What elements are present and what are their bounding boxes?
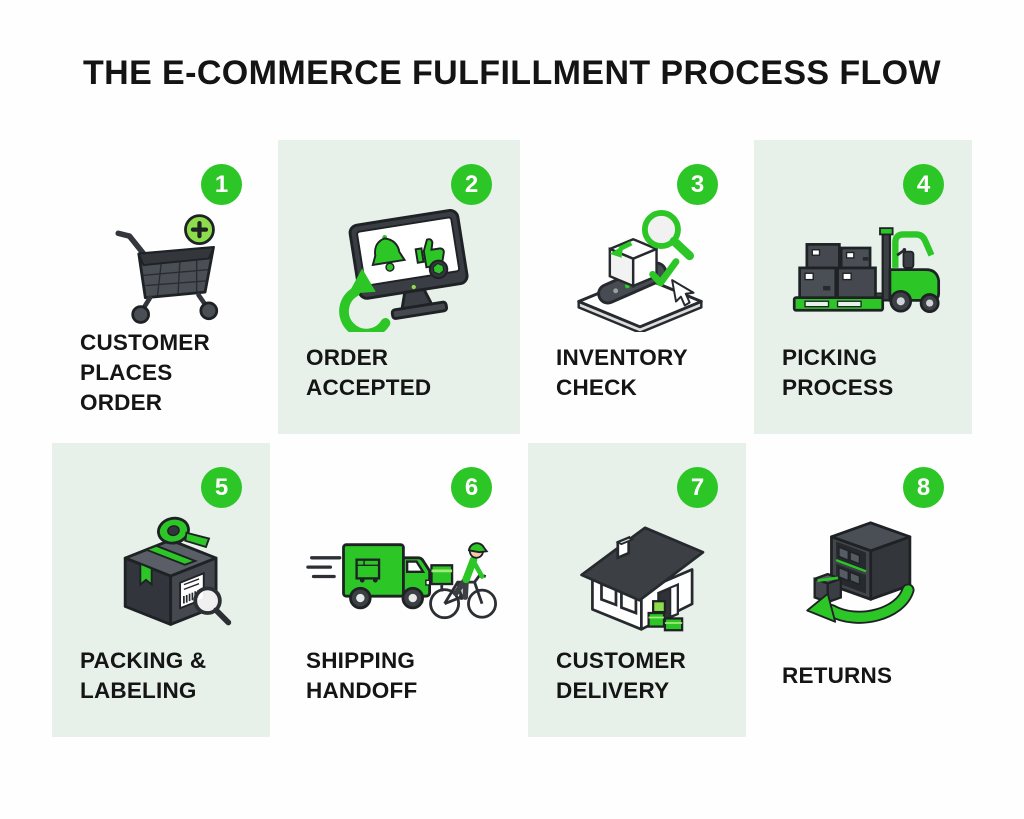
shopping-cart-add-icon xyxy=(80,162,248,342)
step-label: CUSTOMER PLACES ORDER xyxy=(80,330,248,415)
infographic-title: THE E-COMMERCE FULFILLMENT PROCESS FLOW xyxy=(83,54,941,92)
delivery-truck-courier-icon xyxy=(306,465,498,645)
step-label-line1: PACKING & xyxy=(80,648,207,673)
step-number-badge: 7 xyxy=(677,467,718,508)
step-card-picking-process: 4 xyxy=(754,140,972,434)
step-label-line1: RETURNS xyxy=(782,663,893,688)
step-label-line1: ORDER xyxy=(306,345,389,370)
step-number-badge: 3 xyxy=(677,164,718,205)
monitor-notification-icon xyxy=(306,162,498,342)
step-label: PACKING & LABELING xyxy=(80,645,248,707)
step-label-line1: INVENTORY xyxy=(556,345,688,370)
step-label-line2: PLACES ORDER xyxy=(80,360,173,415)
step-label: ORDER ACCEPTED xyxy=(306,342,498,404)
step-card-returns: 8 xyxy=(754,443,972,737)
step-label: INVENTORY CHECK xyxy=(556,342,724,404)
step-card-customer-delivery: 7 xyxy=(528,443,746,737)
step-number-badge: 6 xyxy=(451,467,492,508)
step-label-line2: LABELING xyxy=(80,678,197,703)
house-delivery-icon xyxy=(556,465,724,645)
package-tape-icon xyxy=(80,465,248,645)
step-label-line2: CHECK xyxy=(556,375,638,400)
step-label-line2: DELIVERY xyxy=(556,678,670,703)
step-number-badge: 5 xyxy=(201,467,242,508)
step-label: RETURNS xyxy=(782,645,950,707)
step-label-line2: HANDOFF xyxy=(306,678,418,703)
step-card-order-accepted: 2 xyxy=(278,140,520,434)
step-number-badge: 2 xyxy=(451,164,492,205)
steps-grid: 1 CUSTOMER PLACES ORDER xyxy=(52,140,972,737)
step-label-line1: CUSTOMER xyxy=(80,330,210,355)
step-label: CUSTOMER DELIVERY xyxy=(556,645,724,707)
step-label: SHIPPING HANDOFF xyxy=(306,645,498,707)
step-card-customer-places-order: 1 CUSTOMER PLACES ORDER xyxy=(52,140,270,434)
step-card-inventory-check: 3 xyxy=(528,140,746,434)
step-label-line2: PROCESS xyxy=(782,375,894,400)
step-number-badge: 8 xyxy=(903,467,944,508)
step-label-line1: CUSTOMER xyxy=(556,648,686,673)
step-card-shipping-handoff: 6 xyxy=(278,443,520,737)
forklift-icon xyxy=(782,162,950,342)
step-label-line1: PICKING xyxy=(782,345,878,370)
step-card-packing-labeling: 5 xyxy=(52,443,270,737)
step-label: PICKING PROCESS xyxy=(782,342,950,404)
step-label-line1: SHIPPING xyxy=(306,648,416,673)
inventory-check-icon xyxy=(556,162,724,342)
step-label-line2: ACCEPTED xyxy=(306,375,432,400)
step-number-badge: 1 xyxy=(201,164,242,205)
step-number-badge: 4 xyxy=(903,164,944,205)
returns-shelf-icon xyxy=(782,465,950,645)
